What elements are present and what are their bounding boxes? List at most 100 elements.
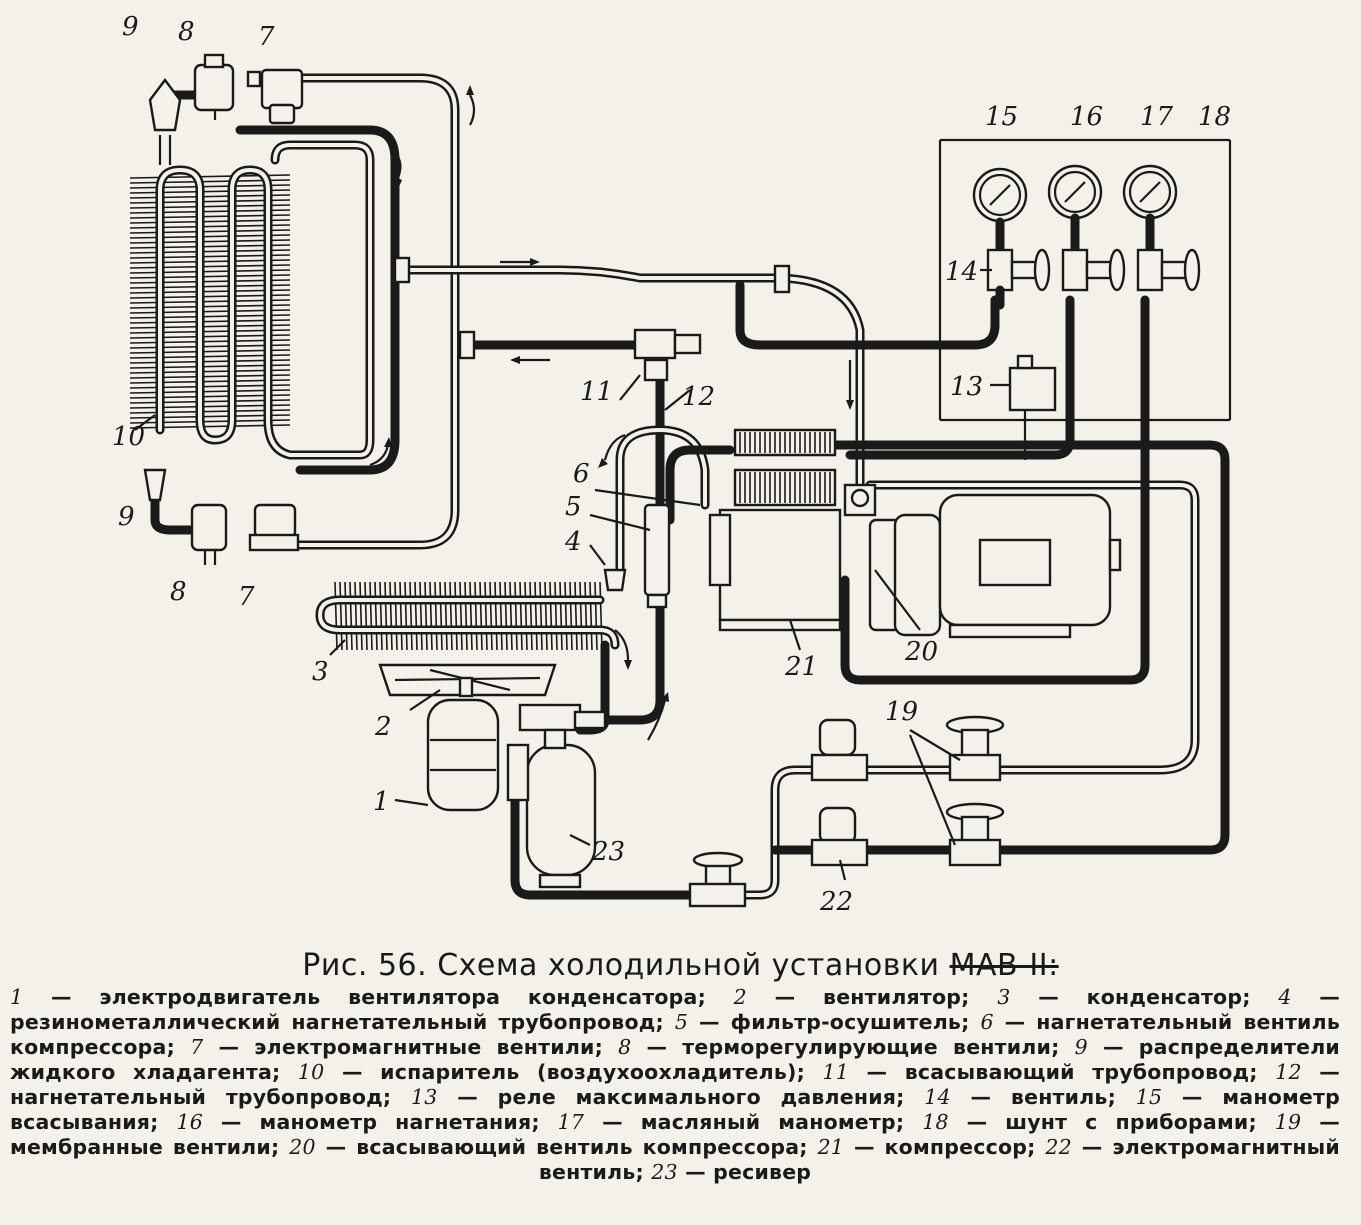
leader-lines	[134, 268, 1010, 881]
label-8-bottom: 8	[170, 577, 187, 607]
label-20: 20	[904, 637, 938, 667]
gauge-16	[1047, 164, 1126, 292]
caption-model: МАВ-II:	[949, 948, 1059, 983]
legend-number: 16	[176, 1110, 203, 1134]
legend-text: всасывающий вентиль компрессора	[356, 1135, 800, 1159]
membrane-valve-19-top	[945, 715, 1005, 782]
legend-number: 14	[924, 1085, 951, 1109]
legend-text: испаритель (воздухоохладитель)	[380, 1060, 797, 1084]
legend-text: шунт с приборами	[1005, 1110, 1249, 1134]
legend-text: фильтр-осушитель	[730, 1010, 962, 1034]
figure-legend: 1 — электродвигатель вентилятора конденс…	[10, 985, 1340, 1185]
legend-number: 19	[1274, 1110, 1302, 1134]
label-10: 10	[112, 422, 145, 452]
valve-7-top	[246, 68, 304, 125]
legend-entry: 21 — компрессор;	[817, 1135, 1046, 1159]
label-8-top: 8	[178, 17, 195, 47]
label-18: 18	[1198, 102, 1231, 132]
label-12: 12	[682, 382, 715, 412]
legend-entry: 23 — ресивер	[651, 1160, 812, 1184]
legend-text: конденсатор	[1086, 985, 1243, 1009]
membrane-valve-19-bottom	[945, 802, 1005, 867]
legend-text: вентиль	[1010, 1085, 1108, 1109]
legend-text: всасывающий трубопровод	[904, 1060, 1250, 1084]
legend-number: 3	[997, 985, 1011, 1009]
legend-text: электродвигатель вентилятора конденсатор…	[99, 985, 698, 1009]
legend-entry: 8 — терморегулирующие вентили;	[618, 1035, 1075, 1059]
figure-caption: Рис. 56. Схема холодильной установки МАВ…	[0, 948, 1361, 983]
legend-entry: 12 — нагнетательный трубопровод;	[10, 1060, 1340, 1109]
receiver-23	[506, 703, 607, 889]
legend-entry: 4 — резинометаллический нагнетательный т…	[10, 985, 1340, 1034]
legend-number: 20	[289, 1135, 316, 1159]
relay-13	[1008, 354, 1057, 412]
label-17: 17	[1140, 102, 1174, 132]
legend-number: 17	[557, 1110, 585, 1134]
legend-entry: 16 — манометр нагнетания;	[176, 1110, 558, 1134]
label-7-top: 7	[258, 22, 275, 52]
legend-number: 7	[190, 1035, 204, 1059]
gauge-15	[972, 167, 1051, 310]
label-15: 15	[985, 102, 1018, 132]
legend-text: манометр всасывания	[10, 1085, 1340, 1134]
legend-entry: 17 — масляный манометр;	[557, 1110, 923, 1134]
distributor-9-bottom	[143, 468, 167, 502]
legend-entry: 14 — вентиль;	[924, 1085, 1136, 1109]
legend-number: 6	[980, 1010, 994, 1034]
legend-entry: 7 — электромагнитные вентили;	[190, 1035, 619, 1059]
refrigeration-schematic: 9 8 7 10 9 8 7 3 2 1 23 11 12 6 5 4 21 2…	[112, 12, 1232, 917]
legend-entry: 9 — распределители жидкого хладагента;	[10, 1035, 1340, 1084]
label-19: 19	[885, 697, 918, 727]
legend-number: 2	[733, 985, 747, 1009]
legend-entry: 20 — всасывающий вентиль компрессора;	[289, 1135, 818, 1159]
legend-number: 12	[1275, 1060, 1302, 1084]
legend-entry: 22 — электромагнитный вентиль;	[538, 1135, 1340, 1184]
valve-8-bottom	[190, 503, 228, 565]
legend-entry: 13 — реле максимального давления;	[411, 1085, 925, 1109]
label-5: 5	[565, 492, 582, 522]
legend-text: масляный манометр	[640, 1110, 896, 1134]
filter-drier-5	[643, 503, 671, 609]
label-1: 1	[373, 787, 390, 817]
legend-number: 1	[10, 985, 24, 1009]
legend-entry: 15 — манометр всасывания;	[10, 1085, 1340, 1134]
legend-text: распределители жидкого хладагента	[10, 1035, 1340, 1084]
legend-entry: 2 — вентилятор;	[733, 985, 998, 1009]
legend-text: электромагнитные вентили	[254, 1035, 595, 1059]
legend-number: 18	[922, 1110, 949, 1134]
legend-number: 15	[1135, 1085, 1163, 1109]
legend-entry: 3 — конденсатор;	[997, 985, 1279, 1009]
pipe-unions	[393, 256, 791, 360]
legend-number: 4	[1278, 985, 1292, 1009]
solenoid-valve-top	[810, 718, 869, 782]
label-7-bottom: 7	[238, 582, 255, 612]
legend-entry: 11 — всасывающий трубопровод;	[822, 1060, 1276, 1084]
legend-entry: 1 — электродвигатель вентилятора конденс…	[10, 985, 734, 1009]
label-2: 2	[374, 712, 392, 742]
legend-entry: 5 — фильтр-осушитель;	[674, 1010, 981, 1034]
distributor-9-top	[148, 78, 182, 165]
drive-motor	[868, 493, 1122, 639]
legend-number: 5	[674, 1010, 689, 1034]
label-6: 6	[573, 459, 590, 489]
shutoff-valve-bottom	[688, 851, 747, 908]
label-4: 4	[564, 527, 582, 557]
legend-entry: 18 — шунт с приборами;	[922, 1110, 1275, 1134]
label-11: 11	[580, 377, 613, 407]
tee-valve-11	[633, 328, 702, 382]
legend-text: терморегулирующие вентили	[682, 1035, 1052, 1059]
flow-arrows	[369, 85, 854, 741]
legend-number: 22	[1045, 1135, 1072, 1159]
legend-text: реле максимального давления	[497, 1085, 897, 1109]
label-13: 13	[950, 372, 983, 402]
part-labels: 9 8 7 10 9 8 7 3 2 1 23 11 12 6 5 4 21 2…	[112, 12, 1231, 917]
solenoid-valve-22	[810, 806, 869, 867]
label-22: 22	[819, 887, 853, 917]
legend-text: ресивер	[713, 1160, 812, 1184]
legend-entry: 6 — нагнетательный вентиль компрессора;	[10, 1010, 1340, 1059]
legend-number: 10	[297, 1060, 325, 1084]
legend-entry: 19 — мембранные вентили;	[10, 1110, 1340, 1159]
label-23: 23	[591, 837, 625, 867]
legend-number: 21	[817, 1135, 845, 1159]
